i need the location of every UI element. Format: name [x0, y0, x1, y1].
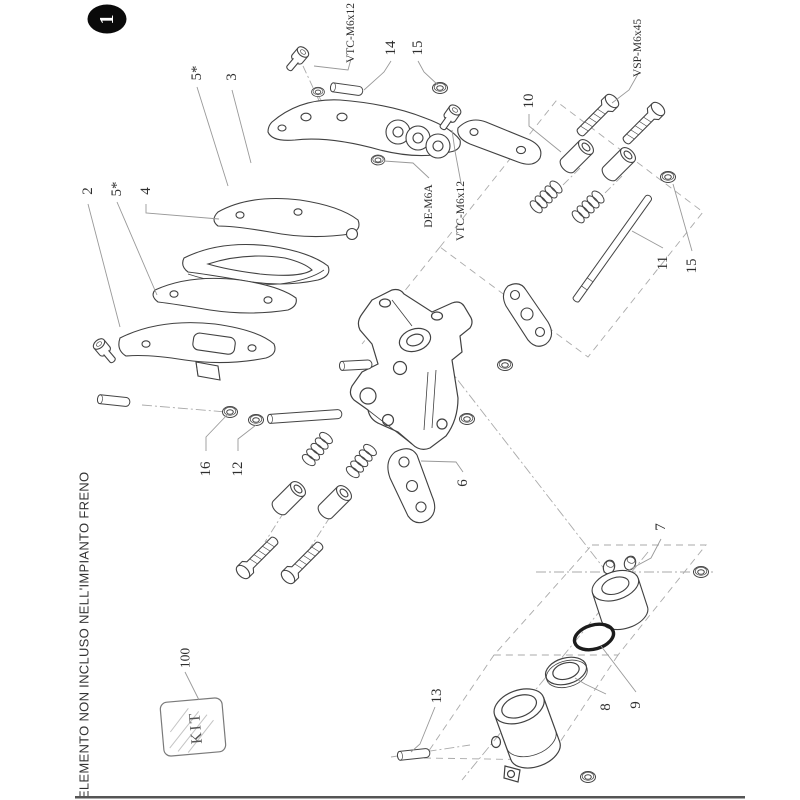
sleeve-left-1: [268, 478, 309, 519]
kit-bag-hatch: [169, 708, 214, 753]
pad-plate-3-lower: [213, 198, 360, 241]
callout-de-m6a: DE-M6A: [423, 184, 435, 228]
bolt-vsp-2: [618, 99, 668, 149]
nut-top-small: [311, 86, 325, 98]
link-plate-6: [387, 448, 436, 524]
nut-16: [222, 406, 238, 418]
figure-badge-number: 1: [96, 15, 118, 25]
pin-bracket: [338, 359, 373, 372]
figure-badge: 1: [87, 4, 127, 34]
nut-de-m6a: [370, 154, 386, 166]
callout-15-right: 15: [684, 259, 700, 274]
brake-pad-4: [182, 244, 330, 286]
sleeve-left-2: [314, 482, 355, 523]
pad-roller-cluster: [385, 119, 451, 159]
footnote-text: * ELEMENTO NON INCLUSO NELL'IMPIANTO FRE…: [77, 472, 92, 800]
callout-7: 7: [653, 523, 669, 531]
washer-15-right: [660, 171, 676, 183]
callout-vtc-m6x12-top: VTC-M6x12: [345, 3, 357, 63]
piston-body-13: [490, 688, 561, 783]
callout-6: 6: [455, 479, 471, 487]
callout-100: 100: [178, 648, 193, 669]
callout-15-top: 15: [410, 41, 426, 56]
callout-14: 14: [383, 40, 399, 56]
callout-4: 4: [138, 187, 154, 195]
kit-box: KIT: [159, 697, 227, 757]
pad-plate-5-lower: [152, 277, 297, 314]
pin-mid: [266, 408, 343, 425]
callout-5star-left: 5*: [109, 182, 125, 197]
callout-2: 2: [80, 187, 96, 195]
pin-left: [96, 393, 131, 408]
spring-right-2: [569, 188, 607, 226]
screw-lower-left-1: [233, 532, 283, 582]
callout-3: 3: [224, 73, 240, 81]
washer-15-top: [432, 82, 448, 94]
bolt-vsp-1: [572, 91, 622, 141]
nut-right-piston: [693, 566, 709, 578]
callout-16: 16: [198, 461, 214, 477]
callout-8: 8: [598, 703, 614, 711]
caliper-bracket: [349, 288, 473, 450]
screw-lower-left-2: [278, 537, 328, 587]
screw-vtc-top: [282, 44, 312, 75]
washer-12: [248, 414, 264, 426]
screw-left: [90, 336, 120, 367]
nut-bottom: [580, 771, 596, 783]
link-plate-right: [502, 283, 553, 347]
nut-bracket-upper: [497, 359, 513, 371]
oring-9: [572, 622, 616, 652]
callout-vsp-m6x45: VSP-M6x45: [632, 19, 644, 77]
callout-9: 9: [628, 701, 644, 709]
callout-10: 10: [521, 94, 537, 109]
sleeve-right-2: [598, 144, 639, 185]
seal-8: [544, 656, 588, 689]
callout-5star-top: 5*: [189, 66, 205, 81]
callout-vtc-m6x12-mid: VTC-M6x12: [455, 181, 467, 241]
pin-14: [329, 81, 364, 97]
spring-left-2: [343, 441, 379, 481]
spring-right-1: [527, 178, 565, 216]
leader-lines: [87, 58, 693, 753]
callout-13: 13: [429, 689, 445, 704]
carrier-plate-2: [118, 322, 276, 381]
kit-box-label: KIT: [186, 711, 206, 745]
page-edge-bar: [75, 796, 745, 799]
callout-labels: 5* 3 VTC-M6x12 14 15 VSP-M6x45 10 2 5* 4…: [80, 3, 700, 711]
pad-plate-3-right: [457, 119, 542, 165]
callout-11: 11: [655, 256, 671, 270]
callout-12: 12: [230, 462, 246, 477]
sleeve-right-1: [556, 136, 597, 177]
spring-left-1: [299, 429, 335, 469]
nut-bracket-lower: [459, 413, 475, 425]
rod-11: [571, 193, 654, 304]
